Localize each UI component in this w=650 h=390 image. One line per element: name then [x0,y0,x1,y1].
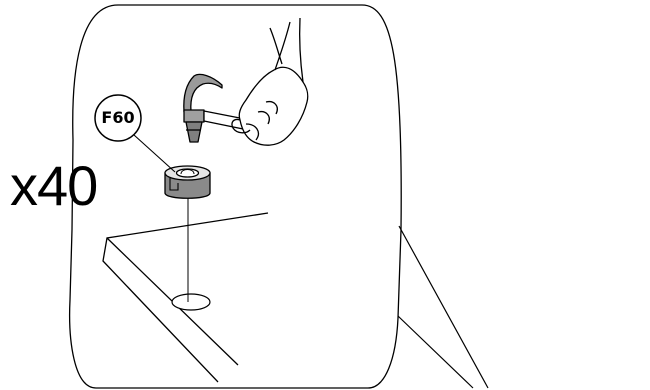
cam-lock-nut-icon [165,166,210,198]
detail-callout-bubble [70,5,402,388]
callout-pointer-lower [398,316,473,388]
callout-pointer-upper [399,226,488,388]
pre-drilled-hole-icon [172,294,210,310]
part-code-label: F60 [91,97,145,139]
quantity-label: x40 [10,154,97,218]
